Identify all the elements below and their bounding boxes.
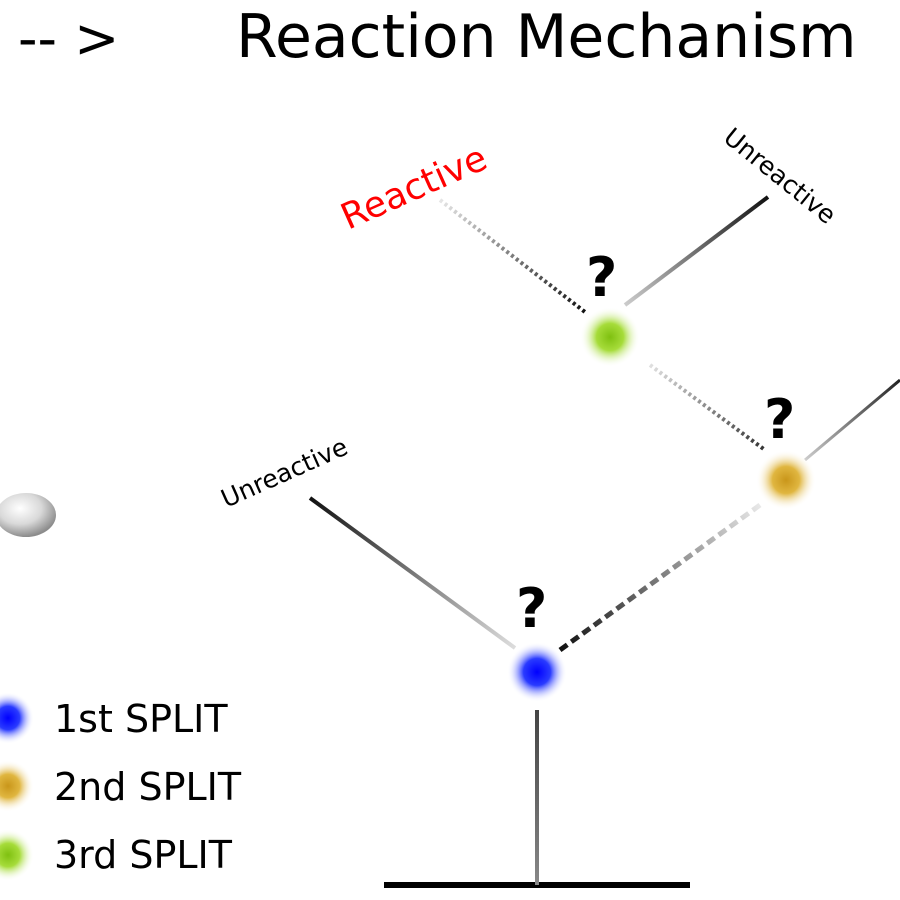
legend-swatch-third-split: [0, 829, 34, 881]
legend-label-third-split: 3rd SPLIT: [54, 833, 233, 877]
branch-dashed-to-second: [558, 502, 762, 653]
legend: 1st SPLIT 2nd SPLIT 3rd SPLIT: [0, 692, 242, 881]
molecule-sphere-icon: [0, 493, 56, 537]
page-title: Reaction Mechanism: [236, 2, 857, 72]
question-mark-third: ?: [586, 246, 617, 309]
label-unreactive-top: Unreactive: [718, 122, 841, 230]
branch-reactive: [438, 198, 587, 314]
node-third-split: [580, 307, 640, 367]
branch-right-offscreen: [804, 378, 900, 462]
branch-left-unreactive: [308, 496, 517, 650]
legend-label-second-split: 2nd SPLIT: [54, 765, 242, 809]
legend-label-first-split: 1st SPLIT: [54, 697, 228, 741]
label-unreactive-left: Unreactive: [217, 432, 352, 514]
node-first-split: [507, 642, 567, 702]
legend-swatch-second-split: [0, 760, 34, 812]
header-arrow: -- >: [18, 7, 119, 70]
question-mark-second: ?: [764, 388, 795, 451]
branch-top-unreactive: [623, 195, 770, 307]
question-mark-first: ?: [516, 577, 547, 640]
legend-swatch-first-split: [0, 692, 34, 744]
node-second-split: [756, 450, 816, 510]
branch-dotted-to-third: [648, 363, 767, 452]
